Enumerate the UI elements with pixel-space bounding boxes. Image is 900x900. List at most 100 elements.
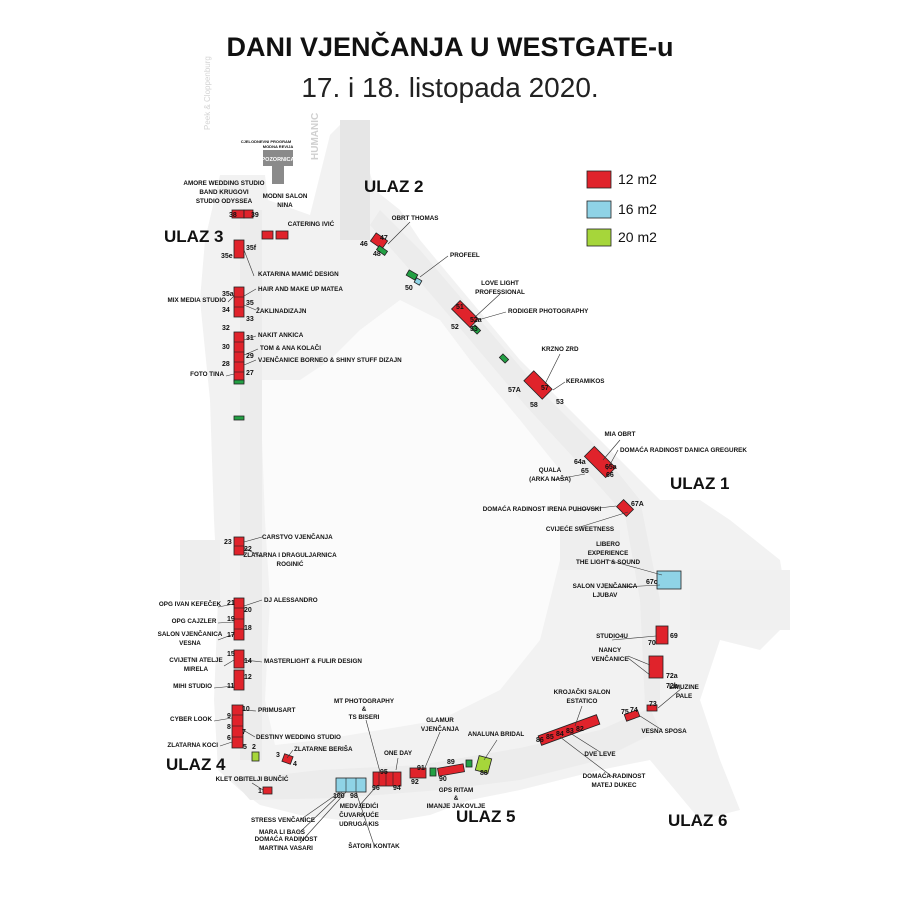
- stand-number-24: 58: [530, 402, 538, 409]
- stall-3[interactable]: [275, 230, 289, 240]
- stand-number-2: 35e: [221, 253, 233, 260]
- stand-number-37: 74: [630, 707, 638, 714]
- exhibitor-label-19: MIA OBRT: [605, 431, 636, 438]
- stall-29[interactable]: [623, 709, 641, 722]
- stall-5[interactable]: [233, 286, 245, 318]
- stand-number-58: 5: [243, 744, 247, 751]
- stand-number-54: 1: [258, 788, 262, 795]
- stand-number-64: 11: [227, 683, 235, 690]
- stand-number-13: 27: [246, 370, 254, 377]
- leader-line-5: [243, 348, 259, 356]
- leader-line-6: [243, 359, 257, 366]
- stall-14[interactable]: [251, 751, 260, 762]
- stall-6[interactable]: [233, 331, 245, 383]
- stand-number-72: 21: [227, 600, 235, 607]
- stand-number-35: 72b: [666, 683, 678, 690]
- stall-13[interactable]: [231, 704, 244, 749]
- stall-25[interactable]: [656, 570, 682, 590]
- stand-number-23: 57A: [508, 387, 521, 394]
- stand-number-15: 47: [380, 235, 388, 242]
- stall-2[interactable]: [261, 230, 274, 240]
- stall-35[interactable]: [429, 767, 437, 777]
- exhibitor-label-47: CYBER LOOK: [170, 716, 212, 723]
- leader-line-9: [419, 255, 449, 278]
- stand-number-18: 51: [456, 304, 464, 311]
- stall-36[interactable]: [372, 771, 402, 787]
- legend-swatch-16: [586, 200, 612, 219]
- exhibitor-label-11: VJENČANICE BORNEO & SHINY STUFF DIZAJN: [258, 355, 402, 364]
- exhibitor-label-4: CATERING IVIĆ: [288, 219, 335, 228]
- stand-number-74: 23: [224, 539, 232, 546]
- exhibitor-label-9: NAKIT ANKICA: [258, 332, 304, 339]
- exhibitor-label-57: CARSTVO VJENČANJA: [262, 532, 333, 541]
- stand-number-71: 20: [244, 607, 252, 614]
- stall-1[interactable]: [243, 209, 254, 219]
- stage-caption-2: MODNA REVIJA: [263, 144, 294, 149]
- stall-17[interactable]: [405, 269, 419, 281]
- stand-number-1: 39: [251, 212, 259, 219]
- leader-line-43: [242, 709, 257, 712]
- stall-24[interactable]: [615, 498, 635, 518]
- stand-number-28: 65a: [605, 464, 617, 471]
- humanic-mark: HUMANIC: [310, 113, 321, 160]
- stall-4[interactable]: [233, 239, 245, 259]
- stall-15[interactable]: [369, 232, 389, 250]
- leader-line-46: [243, 659, 263, 663]
- stall-37[interactable]: [335, 777, 367, 793]
- exhibitor-label-23: CVIJEĆE SWEETNESS: [546, 524, 614, 533]
- leader-line-37: [299, 791, 347, 844]
- stand-number-57: 4: [293, 761, 297, 768]
- leader-line-35: [299, 791, 341, 821]
- stall-23[interactable]: [583, 445, 617, 479]
- stand-number-5: 35: [246, 300, 254, 307]
- stall-12[interactable]: [233, 669, 245, 691]
- stand-number-33: 70: [648, 640, 656, 647]
- leader-line-22: [627, 655, 651, 666]
- leader-line-49: [217, 603, 235, 608]
- leader-line-39: [286, 749, 294, 759]
- stall-28[interactable]: [646, 704, 658, 712]
- exhibitor-label-7: MIX MEDIA STUDIO: [167, 297, 226, 304]
- leader-line-7: [225, 373, 235, 377]
- stall-19[interactable]: [450, 299, 480, 329]
- stall-18[interactable]: [413, 277, 423, 286]
- stall-33[interactable]: [437, 763, 465, 777]
- legend-label-12: 12 m2: [618, 171, 657, 187]
- stall-38[interactable]: [262, 786, 273, 795]
- leader-line-34: [355, 791, 375, 846]
- stand-number-25: 53: [556, 399, 564, 406]
- stand-number-46: 90: [439, 776, 447, 783]
- legend-swatch-20: [586, 228, 612, 247]
- stall-30[interactable]: [537, 714, 601, 746]
- stall-11[interactable]: [233, 649, 245, 669]
- exhibitor-label-54: OPG IVAN KEFEČEK: [159, 599, 222, 608]
- stall-21[interactable]: [498, 353, 510, 364]
- exhibitor-label-8: ŽAKLINADIZAJN: [256, 306, 307, 315]
- entrance-ulaz-5: ULAZ 5: [456, 807, 516, 826]
- stall-26[interactable]: [655, 625, 669, 645]
- leader-line-17: [573, 505, 617, 512]
- exhibitor-label-22: DOMAĆA RADINOST IRENA PUHOVSKI: [483, 504, 602, 513]
- stage: POZORNICA CJELODNEVNI PROGRAM MODNA REVI…: [241, 139, 295, 184]
- stand-number-34: 72a: [666, 673, 678, 680]
- stall-20[interactable]: [470, 324, 482, 335]
- stall-7[interactable]: [233, 379, 245, 385]
- stand-number-7: 33: [246, 316, 254, 323]
- exhibitor-label-31: DVE LEVE: [584, 751, 615, 758]
- stall-32[interactable]: [465, 759, 473, 768]
- stall-8[interactable]: [233, 415, 245, 421]
- stand-number-61: 8: [227, 724, 231, 731]
- stall-22[interactable]: [523, 370, 553, 400]
- leader-line-18: [579, 511, 629, 528]
- stand-number-66: 14: [244, 658, 252, 665]
- stand-number-56: 3: [276, 752, 280, 759]
- stand-number-51: 96: [372, 785, 380, 792]
- stall-27[interactable]: [648, 655, 664, 679]
- stand-number-6: 34: [222, 307, 230, 314]
- stall-16[interactable]: [375, 245, 389, 256]
- stall-34[interactable]: [409, 767, 427, 779]
- leader-line-40: [242, 729, 256, 738]
